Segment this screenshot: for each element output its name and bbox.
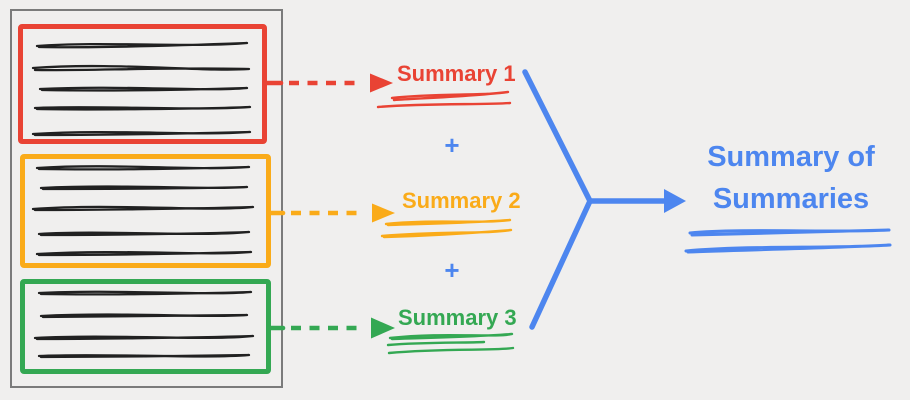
plus-operator-2: +	[444, 255, 460, 285]
result-title: Summary of Summaries	[707, 141, 875, 215]
section-3-text-scribbles	[33, 290, 255, 359]
document-section-3	[20, 279, 271, 374]
section-1-to-summary-1-arrow	[262, 73, 393, 93]
section-2-text-scribbles	[31, 165, 255, 257]
document-section-2	[20, 154, 271, 268]
summary-3-label: Summary 3	[398, 305, 517, 330]
section-2-to-summary-2-arrow	[266, 203, 395, 223]
summary-1-scribble	[376, 90, 512, 109]
summary-3-scribble	[386, 332, 515, 355]
result-scribble	[684, 228, 892, 254]
document-section-1	[18, 24, 267, 144]
source-document	[10, 9, 283, 388]
merge-arrow	[522, 69, 686, 330]
plus-operator-1: +	[444, 130, 460, 160]
summary-1-label: Summary 1	[397, 61, 516, 86]
section-3-to-summary-3-arrow	[266, 317, 395, 339]
summary-2-scribble	[380, 218, 513, 239]
section-1-text-scribbles	[31, 41, 252, 137]
summary-2-label: Summary 2	[402, 188, 521, 213]
